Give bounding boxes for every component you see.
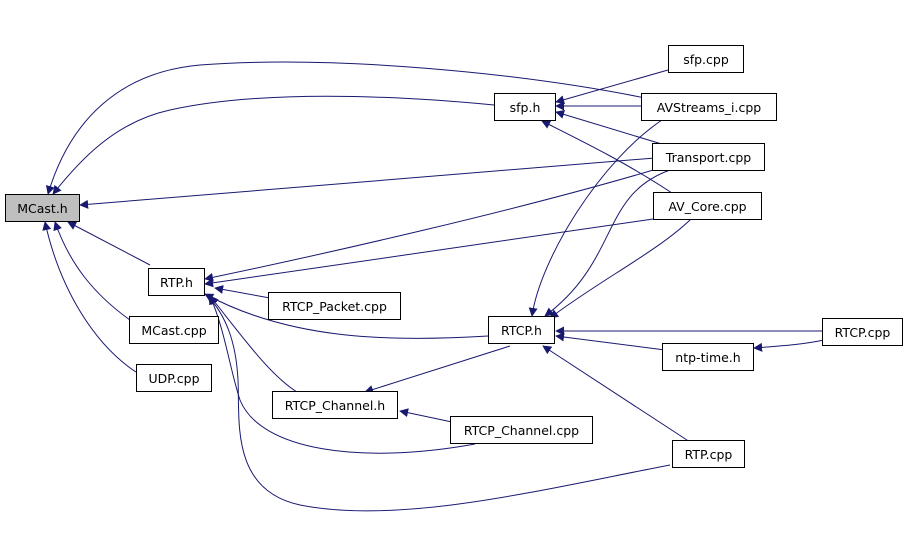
node-label: RTCP_Packet.cpp [282,298,387,314]
node-label: sfp.h [509,99,541,115]
node-label: RTP.h [160,274,193,290]
node-rtcp-cpp[interactable]: RTCP.cpp [822,318,903,346]
edge-av-core-cpp-to-sfp-h [541,120,676,196]
edge-ntp-time-h-to-rtcp-h [555,332,666,351]
edge-rtcp-packet-cpp-to-rtp-h [214,285,271,299]
edge-rtp-cpp-to-rtp-h [207,295,671,512]
node-label: AV_Core.cpp [668,198,747,214]
node-udp-cpp[interactable]: UDP.cpp [136,364,212,392]
edge-rtcp-h-to-rtp-h [204,293,489,339]
edge-av-core-cpp-to-rtp-h [204,217,661,288]
node-mcast-h[interactable]: MCast.h [5,194,80,222]
edge-sfp-cpp-to-sfp-h [555,69,669,105]
node-rtp-h[interactable]: RTP.h [148,268,205,296]
node-rtp-cpp[interactable]: RTP.cpp [672,440,745,468]
edge-rtcp-channel-cpp-to-rtcp-channel-h [399,408,453,423]
edge-rtp-cpp-to-rtcp-h [542,345,691,443]
node-label: RTCP_Channel.h [284,397,386,413]
edge-transport-cpp-to-sfp-h [555,110,666,146]
node-label: RTCP_Channel.cpp [463,422,580,438]
node-mcast-cpp[interactable]: MCast.cpp [129,316,219,344]
node-label: MCast.h [17,200,68,216]
edge-rtcp-channel-cpp-to-rtp-h [209,295,476,454]
node-ntp-time-h[interactable]: ntp-time.h [662,343,754,371]
edge-rtp-h-to-mcast-h [67,221,151,266]
edge-transport-cpp-to-rtp-h [204,167,661,282]
node-sfp-cpp[interactable]: sfp.cpp [668,45,744,73]
edge-rtcp-cpp-to-ntp-time-h [753,339,825,352]
edge-avstreams-cpp-to-mcast-h [45,61,656,195]
node-avstreams-i-cpp[interactable]: AVStreams_i.cpp [641,93,777,121]
edge-rtcp-h-to-rtcp-channel-h [364,345,511,394]
node-rtcp-h[interactable]: RTCP.h [488,316,555,344]
edge-avstreams-cpp-to-rtcp-h [528,117,666,317]
node-label: Transport.cpp [665,149,752,165]
node-label: RTCP.cpp [834,324,891,340]
edge-mcast-cpp-to-mcast-h [53,221,131,321]
node-label: RTP.cpp [684,446,733,462]
node-rtcp-channel-h[interactable]: RTCP_Channel.h [272,391,398,419]
node-av-core-cpp[interactable]: AV_Core.cpp [653,192,762,220]
edge-sfp-h-to-mcast-h [52,95,495,195]
node-transport-cpp[interactable]: Transport.cpp [652,143,765,171]
edge-udp-cpp-to-mcast-h [42,221,137,373]
node-rtcp-channel-cpp[interactable]: RTCP_Channel.cpp [450,416,593,444]
node-label: RTCP.h [501,322,542,338]
node-label: AVStreams_i.cpp [656,99,762,115]
edges [42,61,825,512]
edge-transport-cpp-to-mcast-h [79,157,656,209]
edge-transport-cpp-to-rtcp-h [544,169,671,317]
node-label: UDP.cpp [148,370,200,386]
edge-av-core-cpp-to-rtcp-h [549,217,693,319]
node-label: MCast.cpp [141,322,207,338]
node-rtcp-packet-cpp[interactable]: RTCP_Packet.cpp [268,292,401,320]
edge-rtcp-channel-h-to-rtp-h [209,295,298,393]
node-label: sfp.cpp [683,51,729,67]
node-sfp-h[interactable]: sfp.h [494,93,556,121]
node-label: ntp-time.h [675,349,741,365]
